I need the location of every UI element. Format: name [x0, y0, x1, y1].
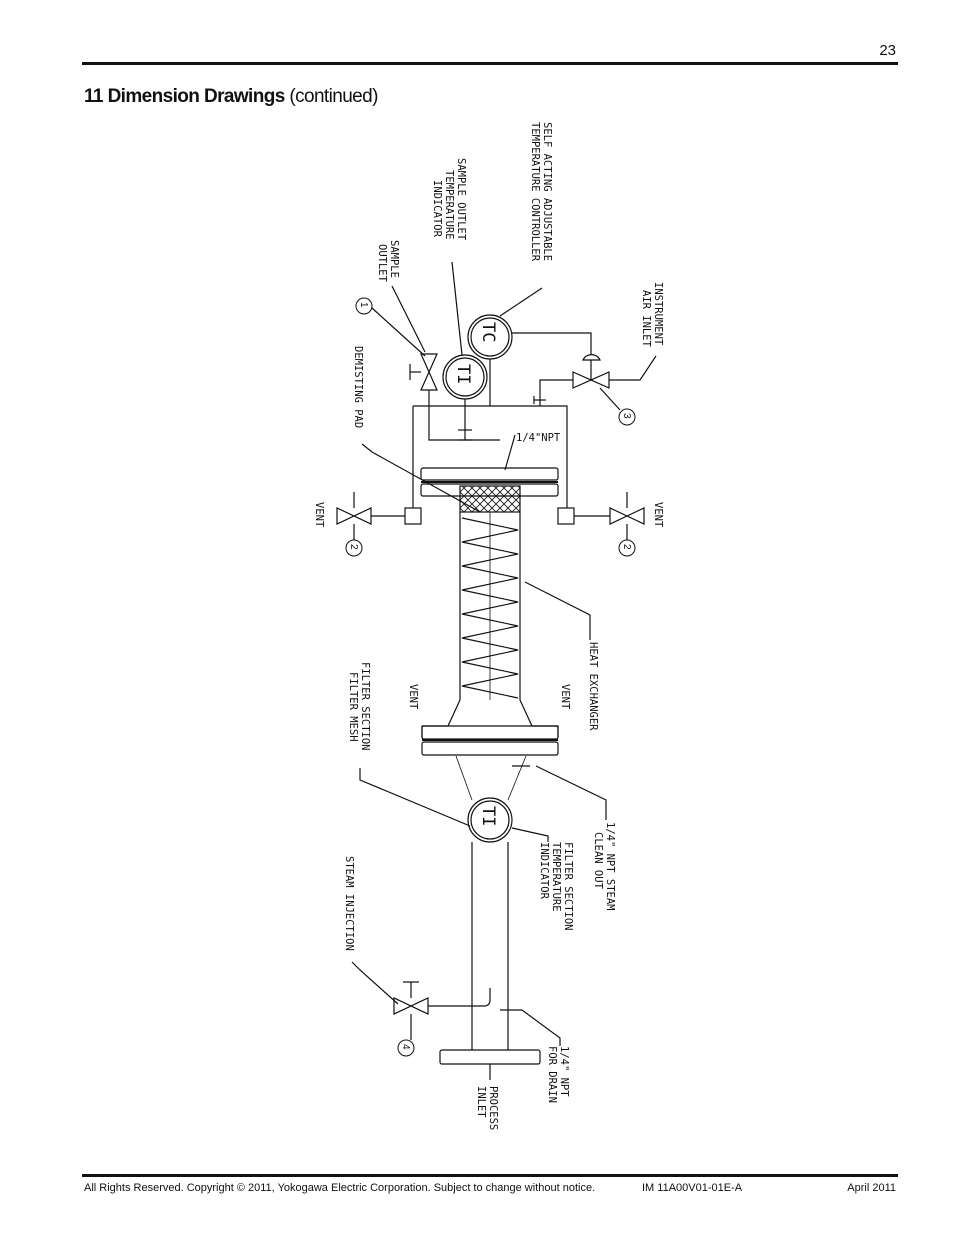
page-number: 23 [879, 42, 896, 59]
self-acting-leader [499, 287, 543, 317]
header-rule [82, 62, 898, 65]
footer-rule [82, 1174, 898, 1177]
air-inlet-line [609, 355, 657, 381]
sample-outlet-label-line2: OUTLET [376, 244, 388, 283]
npt-steam-label-line1: 1/4" NPT STEAM [604, 822, 616, 911]
callout-4-circle [397, 1039, 415, 1057]
callout-3-number: 3 [621, 413, 632, 419]
vent-lower-right-label: VENT [559, 684, 571, 710]
air-valve [572, 371, 610, 389]
right-vent-box [557, 507, 575, 525]
steam-valve [393, 997, 429, 1015]
callout-1-circle [355, 297, 373, 315]
callout-2-right-number: 2 [621, 544, 632, 550]
bottom-flange-lower [421, 741, 559, 756]
steam-clean-leader [535, 765, 607, 820]
filter-ti-inner [470, 800, 510, 840]
section-title-rest: (continued) [284, 86, 378, 107]
filter-taper [455, 755, 527, 801]
process-inlet-label-line1: PROCESS [487, 1086, 499, 1130]
demisting-pad-label: DEMISTING PAD [352, 346, 364, 428]
steam-injection-leader [351, 961, 399, 1005]
section-title: 11 Dimension Drawings (continued) [84, 86, 378, 108]
npt-quarter-label: 1/4"NPT [516, 432, 561, 444]
sample-ti-label-leader [451, 261, 463, 356]
filter-ti-tag: TI [478, 806, 498, 826]
process-inlet-flange [439, 1049, 541, 1065]
section-title-bold: 11 Dimension Drawings [84, 86, 285, 107]
callout-4-number: 4 [400, 1044, 411, 1050]
filter-ti-circle [467, 797, 513, 843]
footer-doc-number: IM 11A00V01-01E-A [642, 1182, 743, 1194]
heat-exchanger-label: HEAT EXCHANGER [587, 642, 599, 731]
filter-ti-label-line1: FILTER SECTION [562, 842, 574, 931]
footer-copyright: All Rights Reserved. Copyright © 2011, Y… [84, 1182, 596, 1194]
npt-steam-label-line2: CLEAN OUT [592, 832, 604, 890]
sample-outlet-label-line1: SAMPLE [388, 240, 400, 278]
sample-ti-tag: TI [453, 364, 473, 384]
vent-lower-left-label: VENT [407, 684, 419, 710]
top-frame [412, 405, 568, 508]
npt-drain-label-line1: 1/4" NPT [558, 1046, 570, 1097]
instrument-air-label-line2: AIR INLET [640, 290, 652, 348]
filter-label-line2: FILTER MESH [347, 672, 359, 742]
footer-date: April 2011 [847, 1182, 896, 1194]
air-line-to-top [539, 379, 573, 406]
self-acting-label-line1: SELF ACTING ADJUSTABLE [541, 122, 553, 261]
steam-injection-pipe [428, 988, 491, 1007]
bottom-flange-upper [421, 725, 559, 740]
top-flange-upper [420, 467, 559, 481]
heat-exchanger-leader [524, 581, 591, 640]
callout-2-right-circle [618, 539, 636, 557]
sample-valve [420, 353, 438, 391]
callout-2-left-circle [345, 539, 363, 557]
sample-ti-label-line3: INDICATOR [431, 180, 443, 238]
process-inlet-label-line2: INLET [475, 1086, 487, 1118]
demisting-pad [459, 485, 521, 513]
npt-quarter-leader [504, 434, 516, 471]
callout-2-left-number: 2 [348, 544, 359, 550]
filter-leader [359, 768, 471, 827]
filter-ti-label-line3: INDICATOR [538, 842, 550, 900]
instrument-air-label-line1: INSTRUMENT [652, 282, 664, 346]
drain-leader [521, 1009, 561, 1046]
sample-ti-label-line2: TEMPERATURE [443, 170, 455, 240]
air-actuator-dome [582, 354, 601, 361]
callout-1-leader [371, 307, 426, 357]
filter-label-line1: FILTER SECTION [359, 662, 371, 751]
sample-outlet-pipe [428, 390, 500, 441]
demisting-leader [361, 443, 481, 513]
filter-ti-leader [511, 827, 549, 842]
lower-pipe [471, 842, 509, 1050]
right-vent-valve [609, 507, 645, 525]
vent-left-label: VENT [313, 502, 325, 528]
npt-drain-label-line2: FOR DRAIN [546, 1046, 558, 1103]
callout-1-number: 1 [358, 302, 369, 308]
self-acting-label-line2: TEMPERATURE CONTROLLER [529, 122, 541, 262]
tc-to-actuator-line [512, 332, 592, 355]
tc-controller-inner [470, 317, 510, 357]
callout-3-circle [618, 408, 636, 426]
vent-right-label: VENT [652, 502, 664, 528]
sample-outlet-leader [391, 285, 426, 353]
sample-ti-label-line1: SAMPLE OUTLET [455, 158, 467, 241]
left-vent-valve [336, 507, 372, 525]
left-vent-box [404, 507, 422, 525]
steam-injection-label: STEAM INJECTION [343, 856, 355, 951]
sample-ti-inner [445, 357, 485, 397]
filter-ti-label-line2: TEMPERATURE [550, 842, 562, 912]
tc-tag: TC [478, 322, 498, 342]
callout-3-leader [599, 387, 621, 411]
